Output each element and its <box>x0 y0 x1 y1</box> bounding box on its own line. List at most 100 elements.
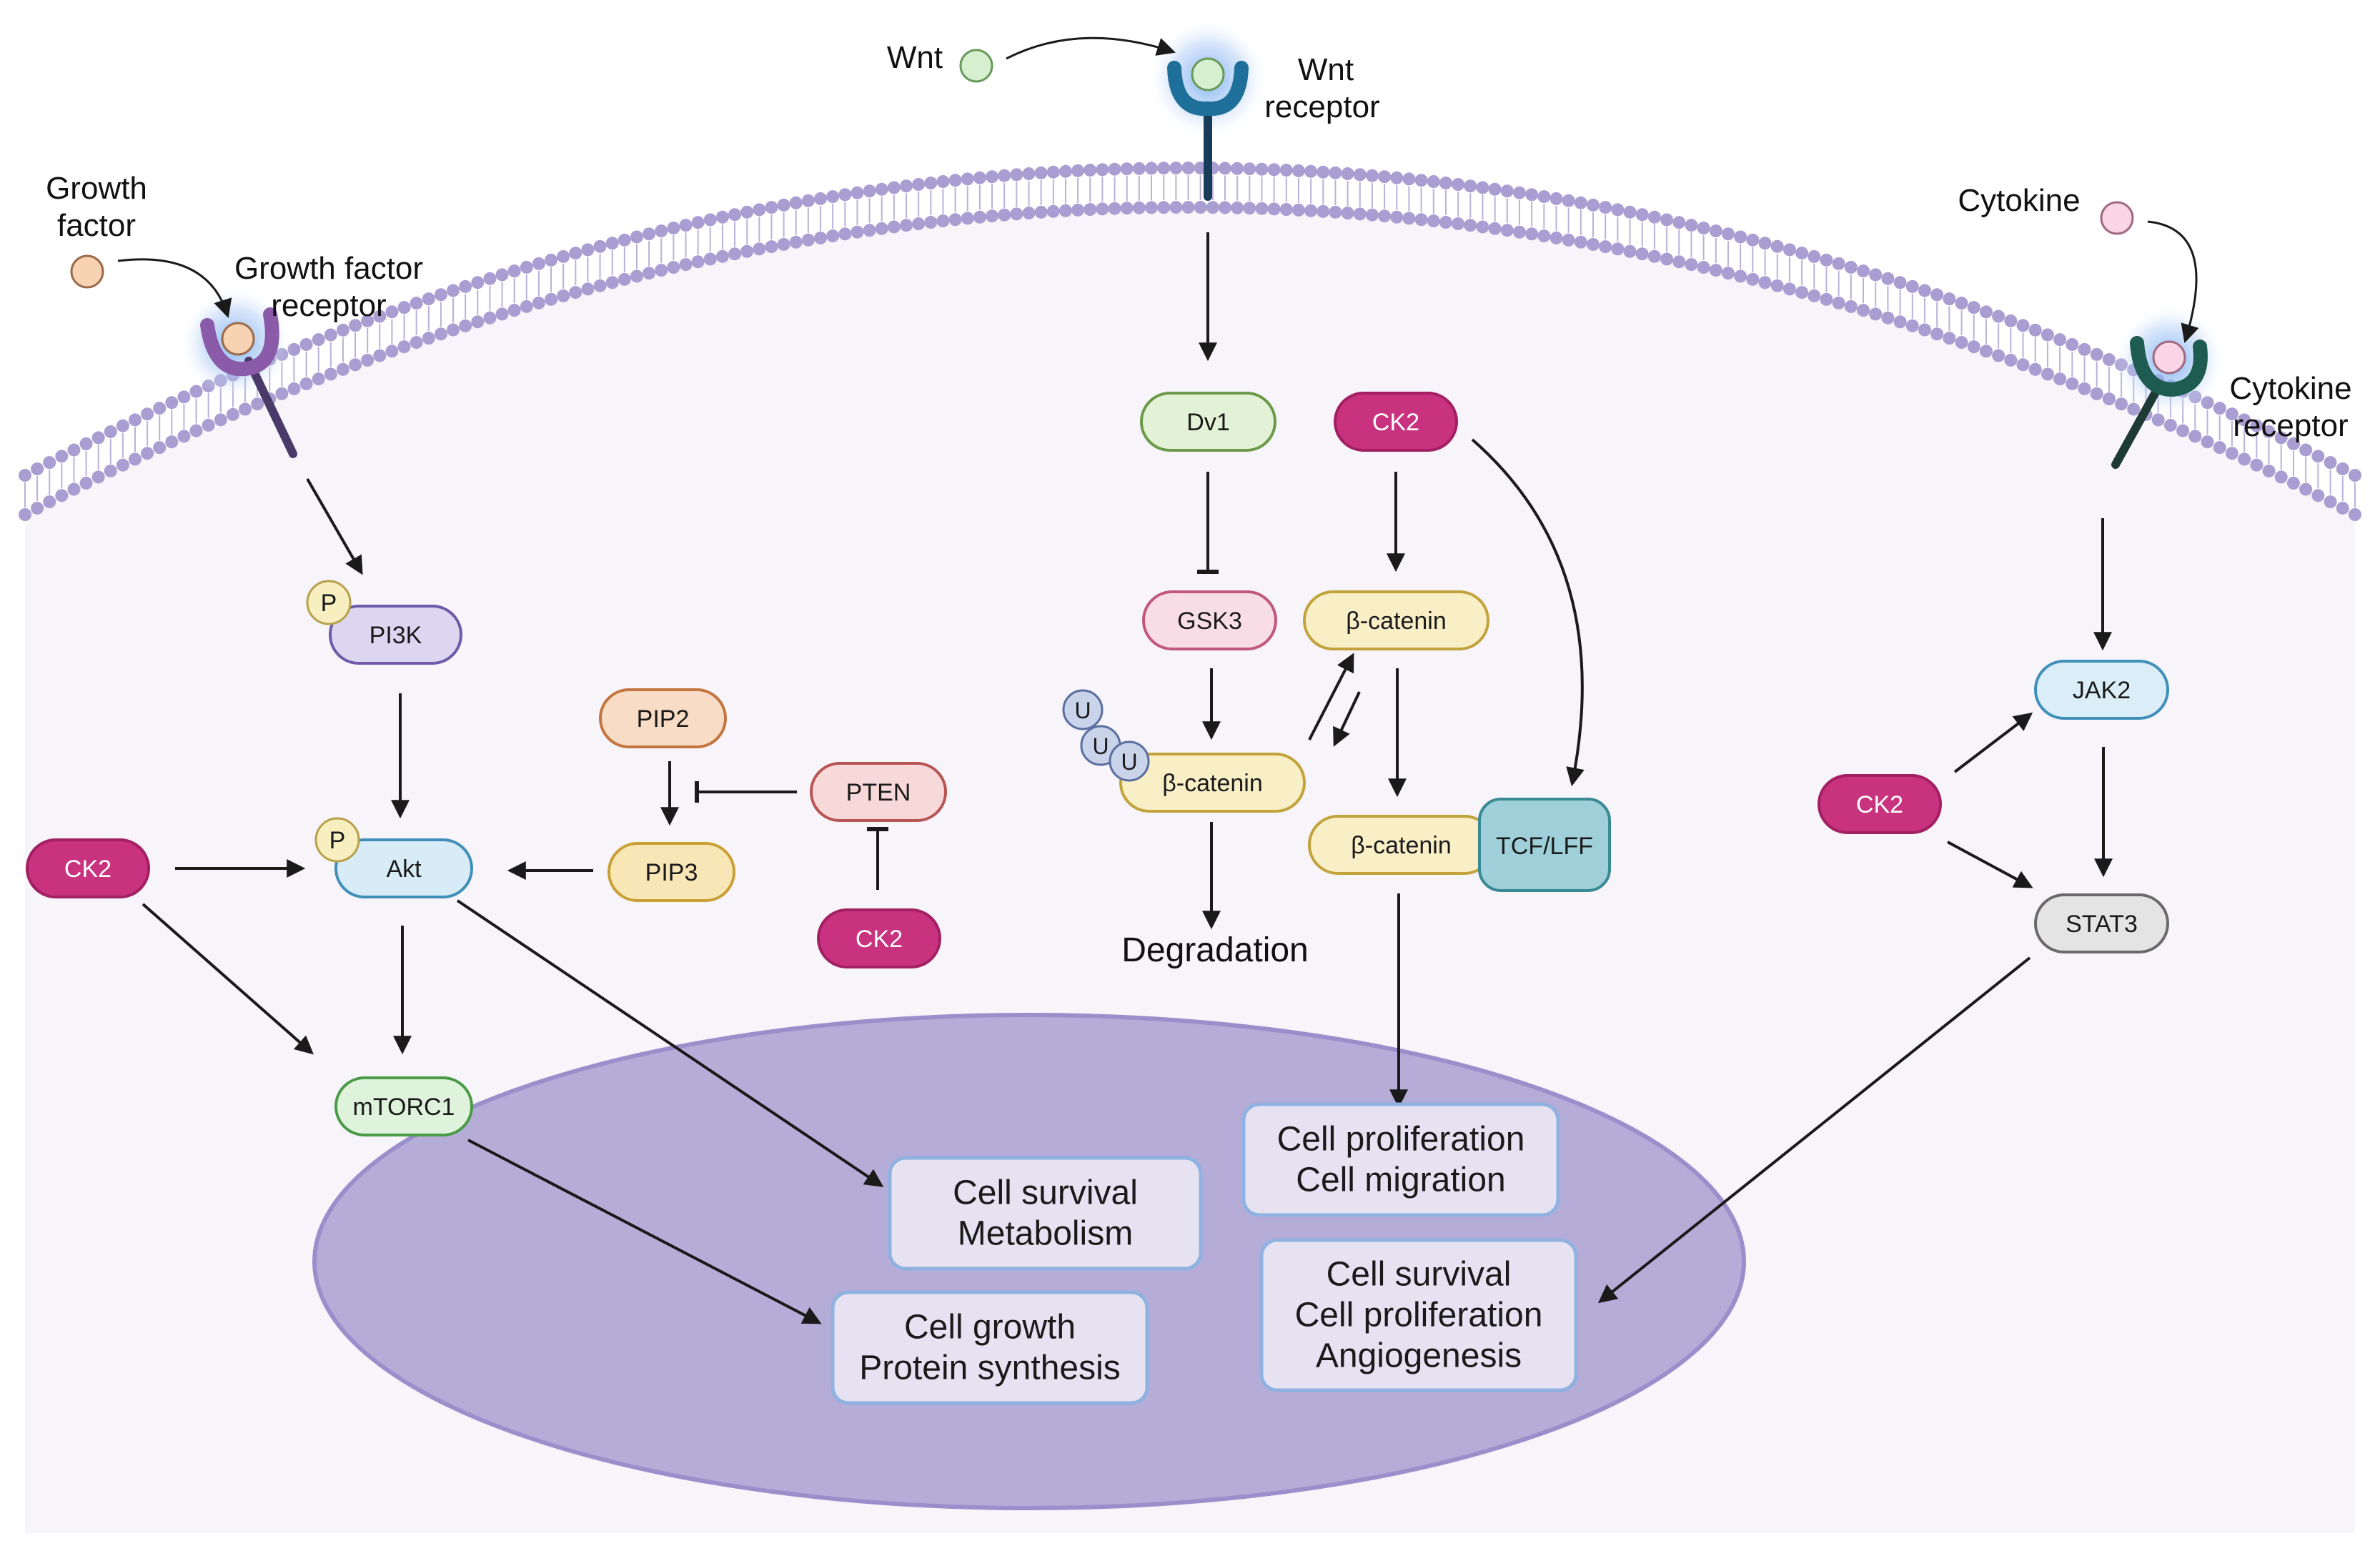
membrane-lipid-head <box>2238 413 2251 427</box>
growth-factor-label-1: Growth <box>46 171 147 206</box>
membrane-lipid-head <box>1979 305 1993 319</box>
membrane-lipid-head <box>2238 452 2251 466</box>
membrane-lipid-head <box>1525 188 1539 202</box>
beta-catenin-node-complex-label: β-catenin <box>1351 832 1452 859</box>
membrane-lipid-head <box>1537 229 1551 243</box>
arrow-bcat-to-bcat-down <box>1333 691 1361 747</box>
membrane-lipid-head <box>1317 204 1330 218</box>
membrane-lipid-head <box>998 208 1011 222</box>
dv1-node-shape <box>1140 392 1276 452</box>
membrane-lipid-head <box>447 323 460 337</box>
membrane-lipid-head <box>1587 198 1600 212</box>
membrane-lipid-head <box>459 319 472 332</box>
membrane-lipid-head <box>2225 407 2238 421</box>
membrane-lipid-head <box>1721 227 1735 241</box>
membrane-lipid-head <box>1353 207 1367 221</box>
pip3-node-label: PIP3 <box>645 859 698 886</box>
cytokine-receptor-label-2: receptor <box>2233 408 2348 443</box>
membrane-lipid-head <box>128 452 142 466</box>
membrane-lipid-head <box>79 437 93 450</box>
arrow-wnt-to-receptor <box>1006 36 1176 60</box>
membrane-lipid-head <box>630 269 643 283</box>
membrane-lipid-head <box>2188 430 2202 443</box>
membrane-lipid-head <box>1709 224 1722 238</box>
membrane-lipid-head <box>1414 174 1428 187</box>
membrane-lipid-head <box>765 240 778 254</box>
beta-catenin-node-degraded-shape <box>1119 753 1306 813</box>
membrane-lipid-head <box>740 244 754 258</box>
membrane-lipid-head <box>128 413 142 427</box>
membrane-lipid-head <box>2078 342 2091 356</box>
membrane-lipid-head <box>1145 162 1159 175</box>
membrane-lipid-head <box>2213 402 2226 415</box>
membrane-lipid-head <box>973 171 986 184</box>
membrane-lipid-head <box>1943 292 1956 306</box>
membrane-lipid-head <box>998 169 1011 182</box>
membrane-lipid-head <box>2250 419 2264 432</box>
membrane-lipid-head <box>165 435 179 449</box>
membrane-lipid-head <box>1525 227 1539 241</box>
pten-node: PTEN <box>810 762 947 822</box>
membrane-lipid-head <box>1734 269 1747 283</box>
membrane-lipid-head <box>1500 184 1514 198</box>
membrane-lipid-head <box>410 336 423 350</box>
membrane-lipid-head <box>1304 204 1318 217</box>
beta-catenin-node-complex: β-catenin <box>1308 815 1494 875</box>
membrane-lipid-head <box>1291 203 1305 217</box>
ligand-labels: Growth factor Growth factor receptor Wnt… <box>46 40 2352 969</box>
arrow-ck2-jak2 <box>1953 712 2033 773</box>
membrane-lipid-head <box>1279 203 1293 217</box>
pip3-node: PIP3 <box>608 842 735 902</box>
membrane-lipid-head <box>863 224 876 237</box>
membrane-lipid-head <box>948 213 962 227</box>
membrane-lipid-head <box>312 333 325 347</box>
membrane-lipid-head <box>1562 233 1575 247</box>
membrane-lipid-head <box>1537 190 1551 204</box>
membrane-lipid-head <box>1120 202 1134 215</box>
membrane-lipid-head <box>1893 315 1907 329</box>
membrane-lipid-head <box>2286 476 2300 490</box>
membrane-lipid-head <box>2299 443 2313 457</box>
membrane-lipid-head <box>91 431 105 445</box>
membrane-lipid-head <box>361 314 375 327</box>
membrane-lipid-head <box>91 470 105 484</box>
membrane-lipid-head <box>1157 162 1171 175</box>
dv1-node-label: Dv1 <box>1186 409 1229 436</box>
membrane-lipid-head <box>1488 182 1502 196</box>
membrane-lipid-head <box>1034 166 1048 179</box>
membrane-lipid-head <box>1452 178 1465 192</box>
membrane-lipid-head <box>1599 201 1612 214</box>
membrane-lipid-head <box>1697 222 1710 235</box>
membrane-lipid-head <box>1304 164 1318 178</box>
membrane-lipid-head <box>1832 296 1845 309</box>
arrow-stat3-survival <box>1597 956 2031 1304</box>
membrane-lipid-head <box>986 209 999 223</box>
membrane-lipid-head <box>495 268 509 282</box>
membrane-lipid-head <box>851 225 864 239</box>
membrane-lipid-head <box>226 407 239 421</box>
membrane-lipid-head <box>2090 347 2103 361</box>
membrane-lipid-head <box>1647 210 1661 224</box>
membrane-lipid-head <box>691 216 705 229</box>
membrane-lipid-head <box>1734 230 1747 244</box>
arrow-gf-to-receptor <box>117 258 232 318</box>
membrane-lipid-head <box>789 196 803 209</box>
beta-catenin-node-free: β-catenin <box>1303 590 1489 650</box>
membrane-lipid-head <box>1132 201 1146 214</box>
wnt-ligand-icon <box>959 49 993 83</box>
cell-membrane <box>19 162 2361 521</box>
outcome-survival-prolif-angio-line-3: Angiogenesis <box>1316 1337 1522 1375</box>
membrane-lipid-head <box>238 402 252 416</box>
membrane-lipid-head <box>986 170 999 184</box>
gsk3-node-label: GSK3 <box>1177 608 1242 635</box>
membrane-lipid-head <box>520 260 533 274</box>
mtorc1-node: mTORC1 <box>334 1076 473 1136</box>
membrane-lipid-head <box>2336 462 2349 475</box>
ck2-node-right-label: CK2 <box>1856 791 1903 818</box>
membrane-lipid-head <box>1574 196 1587 209</box>
membrane-lipid-head <box>2004 353 2018 367</box>
membrane-lipid-head <box>618 233 631 247</box>
membrane-lipid-head <box>875 222 888 235</box>
